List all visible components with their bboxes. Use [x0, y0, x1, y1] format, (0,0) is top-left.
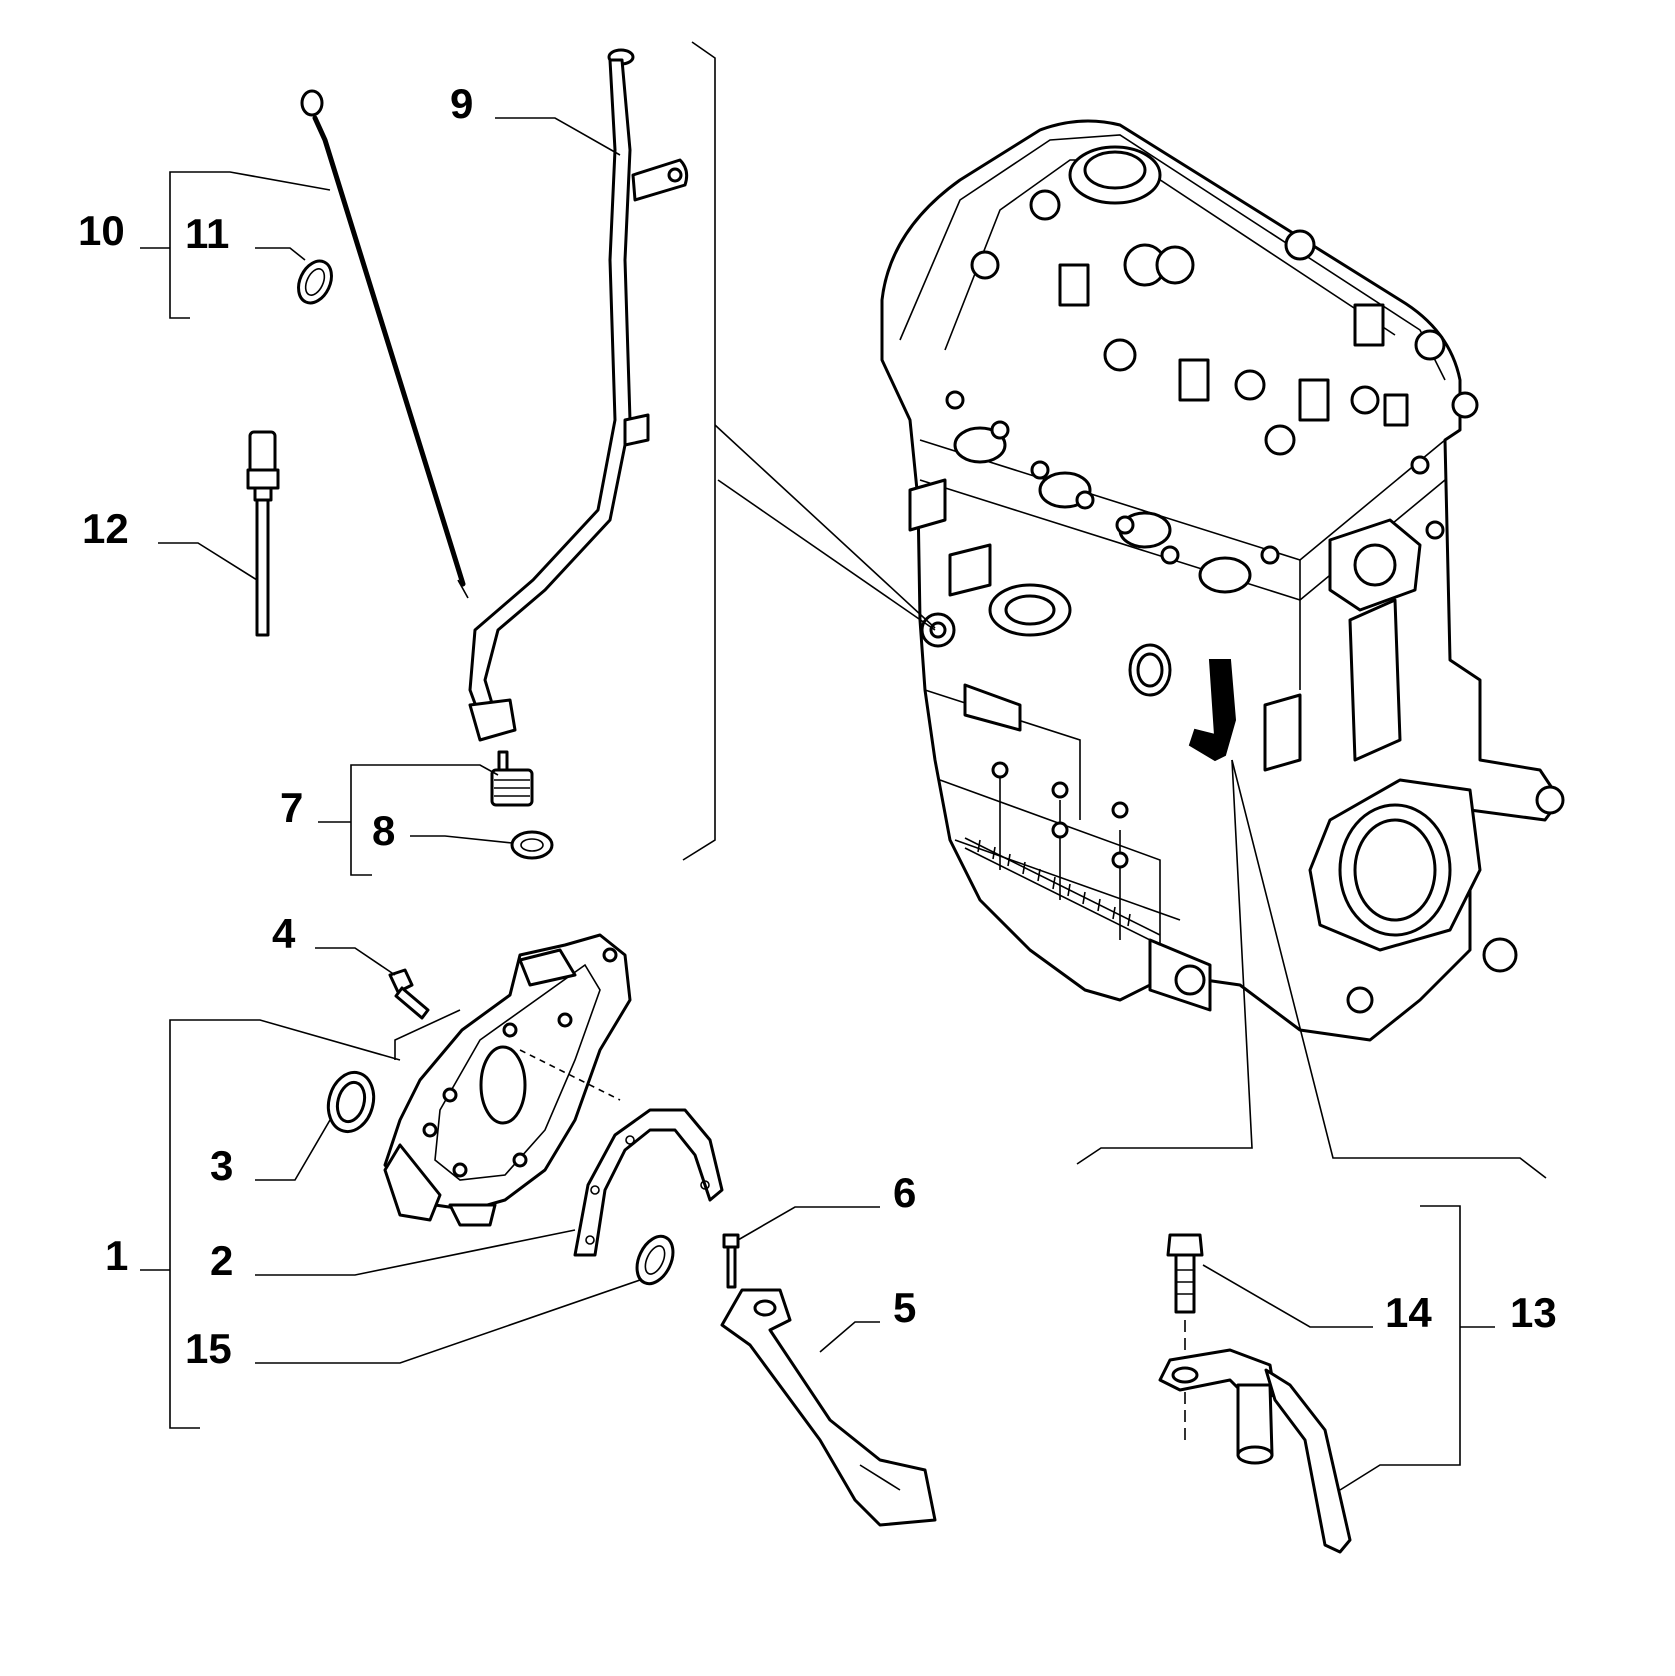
- bolt-6: [722, 1233, 740, 1289]
- callout-10: 10: [78, 207, 125, 254]
- crank-sensor: [1158, 1348, 1352, 1554]
- callout-15: 15: [185, 1325, 232, 1372]
- oil-pump: [383, 933, 632, 1227]
- oil-pickup: [720, 1288, 937, 1527]
- callout-3: 3: [210, 1142, 233, 1189]
- callout-6: 6: [893, 1169, 916, 1216]
- callout-5: 5: [893, 1284, 916, 1331]
- gasket-2: [573, 1108, 724, 1257]
- drain-plug: [490, 750, 534, 807]
- o-ring-11: [297, 259, 333, 305]
- separator-lines: [682, 41, 1547, 1179]
- bracket-10: [169, 171, 331, 319]
- callout-4: 4: [272, 910, 296, 957]
- sensor-mounted: [1188, 659, 1237, 762]
- callout-1: 1: [105, 1232, 128, 1279]
- callout-7: 7: [280, 784, 303, 831]
- callout-2: 2: [210, 1237, 233, 1284]
- callout-12: 12: [82, 505, 129, 552]
- callout-13: 13: [1510, 1289, 1557, 1336]
- bracket-1: [169, 1019, 401, 1429]
- bolt-14: [1166, 1233, 1204, 1440]
- bracket-7: [350, 764, 499, 876]
- dipstick-tube: [468, 48, 689, 742]
- leader-lines: [140, 117, 1495, 1364]
- callout-labels: 9 10 11 12 7 8 4 3 1 2 15 6 5 14 13: [78, 80, 1557, 1372]
- engine-block: [880, 119, 1565, 1042]
- bolt-4: [388, 968, 430, 1020]
- callout-9: 9: [450, 80, 473, 127]
- bracket-13: [1339, 1205, 1461, 1491]
- washer-8: [510, 830, 554, 860]
- seal-3: [326, 1070, 376, 1134]
- oil-level-sensor: [246, 430, 280, 637]
- o-ring-15: [635, 1234, 675, 1286]
- oil-dipstick: [300, 89, 469, 599]
- callout-14: 14: [1385, 1289, 1432, 1336]
- callout-11: 11: [185, 210, 229, 257]
- callout-8: 8: [372, 807, 395, 854]
